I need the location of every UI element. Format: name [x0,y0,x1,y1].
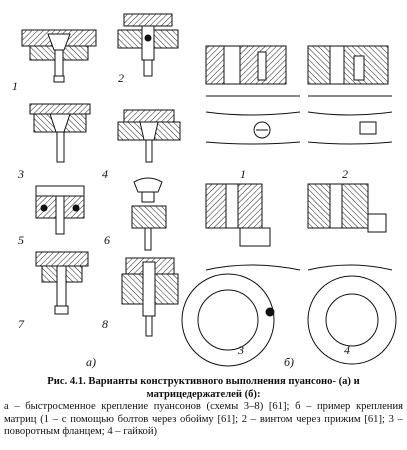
punch-holder-scheme-2 [117,13,179,77]
punch-holder-scheme-4 [117,109,181,163]
scheme-number-b-4: 4 [344,343,350,357]
technical-drawings [21,13,397,367]
scheme-number-b-1: 1 [240,167,246,181]
die-holder-scheme-4 [307,183,397,365]
scheme-number-a-6: 6 [104,233,110,247]
scheme-number-a-3: 3 [18,167,24,181]
punch-holder-scheme-7 [35,251,89,315]
panel-a-label: а) [86,355,96,369]
scheme-number-a-4: 4 [102,167,108,181]
punch-holder-scheme-3 [29,103,91,163]
punch-holder-scheme-5 [35,185,85,235]
scheme-number-b-3: 3 [238,343,244,357]
scheme-number-a-2: 2 [118,71,124,85]
scheme-number-a-1: 1 [12,79,18,93]
punch-holder-scheme-8 [121,257,179,337]
caption-body: а – быстросменное крепление пуансонов (с… [4,401,403,438]
panel-b-label: б) [284,355,295,369]
die-holder-scheme-3 [181,183,301,367]
scheme-number-b-2: 2 [342,167,348,181]
die-holder-scheme-1 [205,45,301,145]
scheme-number-a-5: 5 [18,233,24,247]
die-holder-scheme-2 [307,45,393,145]
scheme-number-a-7: 7 [18,317,24,331]
punch-holder-scheme-6 [131,177,167,251]
scheme-number-a-8: 8 [102,317,108,331]
caption-title: Рис. 4.1. Варианты конструктивного выпол… [47,376,360,400]
punch-holder-scheme-1 [21,29,97,83]
figure-caption: Рис. 4.1. Варианты конструктивного выпол… [4,376,403,439]
